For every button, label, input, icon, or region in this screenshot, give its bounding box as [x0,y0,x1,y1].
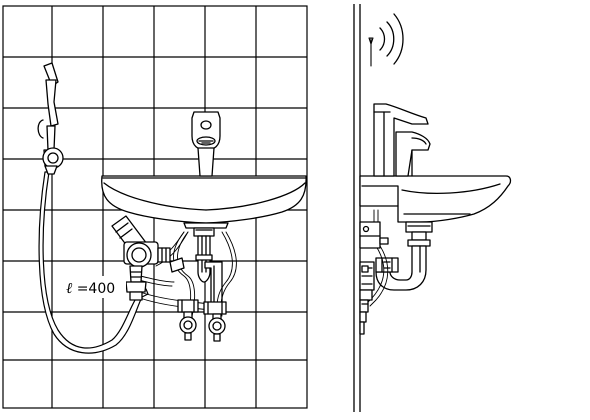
length-value: =400 [72,281,115,297]
trap-side [375,221,433,291]
side-view [353,4,512,412]
angle-valves-side [359,261,375,335]
hose-length-label: ℓ =400 [62,276,126,298]
mixing-valve [111,215,185,301]
basin-section [359,175,512,223]
front-view: ℓ =400 [2,5,308,409]
hand-shower [37,62,64,175]
wash-basin [101,175,307,229]
wall-section [353,4,361,412]
faucet-side [373,103,431,177]
length-symbol: ℓ [66,279,72,297]
angle-valve-right [203,301,227,342]
angle-valve-left [177,299,199,341]
wireless-signal-icon [368,13,404,67]
shower-hose [38,171,149,354]
sensor-faucet [191,111,221,177]
svg-text:ℓ =400: ℓ =400 [66,279,115,297]
mixing-valve-side [359,221,389,249]
